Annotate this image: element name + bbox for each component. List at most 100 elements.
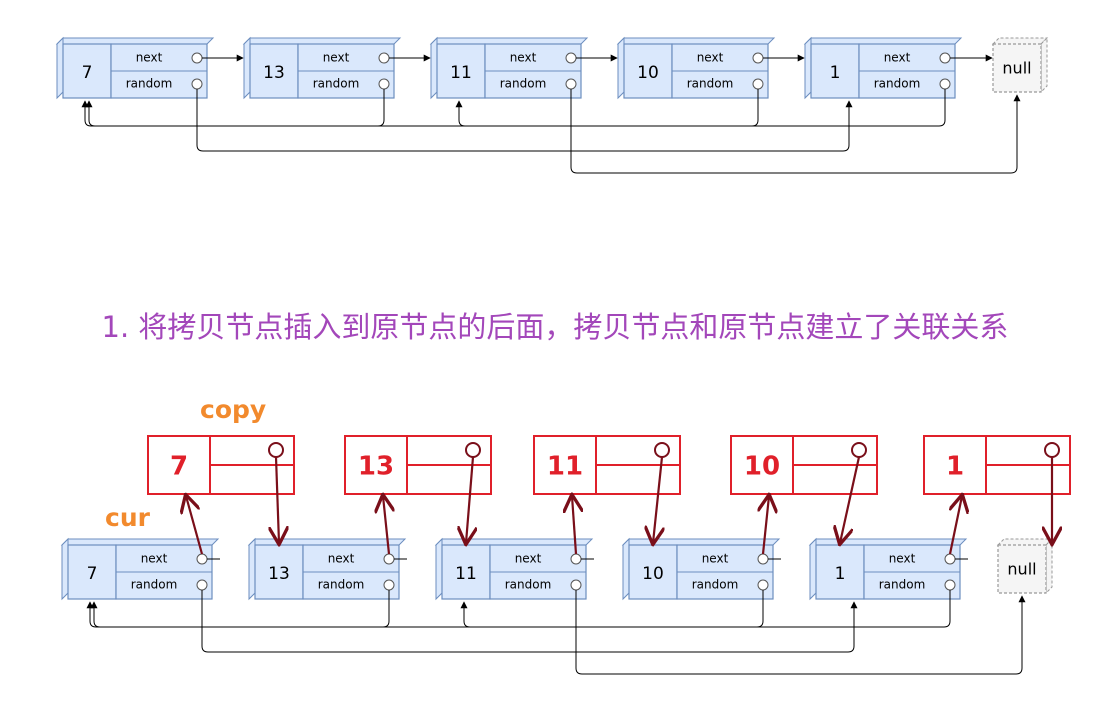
random-field-label: random bbox=[500, 77, 547, 91]
random-pointer-dot bbox=[565, 78, 577, 90]
random-field-label: random bbox=[313, 77, 360, 91]
value-cell bbox=[815, 544, 865, 600]
copy-label: copy bbox=[200, 395, 266, 424]
next-field-label: next bbox=[889, 552, 916, 566]
original-random-link-3 bbox=[81, 89, 759, 127]
node-value: 10 bbox=[642, 564, 664, 584]
interleaved-random-link-4 bbox=[460, 590, 951, 628]
copy-value: 11 bbox=[547, 452, 583, 482]
copy-value: 7 bbox=[170, 452, 188, 482]
random-field-label: random bbox=[879, 578, 926, 592]
copy-to-next-arrow-0 bbox=[276, 456, 279, 543]
next-pointer-dot bbox=[383, 553, 395, 565]
original-node-0: 7 next random bbox=[55, 36, 215, 100]
null-label: null bbox=[1007, 560, 1036, 579]
next-pointer-dot bbox=[191, 52, 203, 64]
original-list: 7 next random 13 next random 11 next random 10 nex… bbox=[55, 36, 1049, 174]
original-to-copy-arrow-3 bbox=[763, 496, 769, 555]
next-field-label: next bbox=[884, 51, 911, 65]
random-field-label: random bbox=[318, 578, 365, 592]
next-field-label: next bbox=[136, 51, 163, 65]
copy-to-next-arrow-2 bbox=[653, 456, 662, 543]
next-pointer-dot bbox=[570, 553, 582, 565]
original-node-4: 1 next random bbox=[803, 36, 963, 100]
random-pointer-dot bbox=[191, 78, 203, 90]
node-value: 7 bbox=[87, 564, 98, 584]
random-pointer-dot bbox=[570, 579, 582, 591]
next-pointer-dot bbox=[757, 553, 769, 565]
value-cell bbox=[628, 544, 678, 600]
interleaved-node-4: 1 next random bbox=[808, 537, 968, 601]
next-pointer-dot bbox=[944, 553, 956, 565]
random-field-label: random bbox=[126, 77, 173, 91]
node-value: 13 bbox=[263, 63, 285, 83]
interleaved-null-box: null bbox=[996, 537, 1054, 595]
original-null-box: null bbox=[991, 36, 1049, 94]
null-label: null bbox=[1002, 59, 1031, 78]
node-value: 7 bbox=[82, 63, 93, 83]
interleaved-random-link-3 bbox=[86, 590, 764, 628]
original-random-link-0 bbox=[196, 89, 853, 152]
next-pointer-dot bbox=[565, 52, 577, 64]
next-field-label: next bbox=[697, 51, 724, 65]
next-field-label: next bbox=[328, 552, 355, 566]
copy-to-next-arrow-3 bbox=[840, 456, 861, 543]
caption: 1. 将拷贝节点插入到原节点的后面，拷贝节点和原节点建立了关联关系 bbox=[101, 310, 1009, 344]
random-pointer-dot bbox=[939, 78, 951, 90]
original-random-link-2 bbox=[570, 89, 1021, 174]
interleaved-node-0: 7 next random bbox=[60, 537, 220, 601]
random-pointer-dot bbox=[757, 579, 769, 591]
value-cell bbox=[62, 43, 112, 99]
copy-to-next-arrow-1 bbox=[466, 456, 473, 543]
random-pointer-dot bbox=[752, 78, 764, 90]
random-field-label: random bbox=[692, 578, 739, 592]
original-node-1: 13 next random bbox=[242, 36, 402, 100]
random-field-label: random bbox=[687, 77, 734, 91]
node-value: 1 bbox=[835, 564, 846, 584]
copy-value: 13 bbox=[358, 452, 394, 482]
interleaved-random-link-2 bbox=[575, 590, 1026, 675]
next-field-label: next bbox=[515, 552, 542, 566]
next-pointer-dot bbox=[378, 52, 390, 64]
interleaved-list: 7nextrandom13nextrandom11nextrandom10nex… bbox=[60, 435, 1071, 675]
node-value: 11 bbox=[455, 564, 477, 584]
next-field-label: next bbox=[702, 552, 729, 566]
cur-label: cur bbox=[105, 503, 151, 532]
original-node-2: 11 next random bbox=[429, 36, 589, 100]
original-node-3: 10 next random bbox=[616, 36, 776, 100]
interleaved-node-1: 13 next random bbox=[247, 537, 407, 601]
next-pointer-dot bbox=[752, 52, 764, 64]
copy-node-0: 7 bbox=[147, 435, 295, 495]
random-field-label: random bbox=[874, 77, 921, 91]
copy-node-2: 11 bbox=[533, 435, 681, 495]
interleaved-node-2: 11 next random bbox=[434, 537, 594, 601]
original-random-link-4 bbox=[455, 89, 946, 127]
interleaved-random-link-0 bbox=[201, 590, 858, 653]
node-value: 13 bbox=[268, 564, 290, 584]
next-pointer-dot bbox=[196, 553, 208, 565]
next-field-label: next bbox=[141, 552, 168, 566]
copy-value: 10 bbox=[744, 452, 780, 482]
random-field-label: random bbox=[505, 578, 552, 592]
value-cell bbox=[810, 43, 860, 99]
node-value: 1 bbox=[830, 63, 841, 83]
random-pointer-dot bbox=[378, 78, 390, 90]
random-pointer-dot bbox=[196, 579, 208, 591]
copy-node-4: 1 bbox=[923, 435, 1071, 495]
next-pointer-dot bbox=[939, 52, 951, 64]
original-to-copy-arrow-2 bbox=[572, 496, 576, 555]
random-field-label: random bbox=[131, 578, 178, 592]
original-to-copy-arrow-0 bbox=[186, 496, 204, 555]
copy-value: 1 bbox=[946, 452, 964, 482]
node-value: 10 bbox=[637, 63, 659, 83]
next-field-label: next bbox=[510, 51, 537, 65]
copy-node-3: 10 bbox=[730, 435, 878, 495]
value-cell bbox=[249, 43, 299, 99]
node-value: 11 bbox=[450, 63, 472, 83]
original-to-copy-arrow-4 bbox=[948, 496, 962, 555]
next-field-label: next bbox=[323, 51, 350, 65]
interleaved-node-3: 10 next random bbox=[621, 537, 781, 601]
original-to-copy-arrow-1 bbox=[383, 496, 389, 555]
random-pointer-dot bbox=[944, 579, 956, 591]
